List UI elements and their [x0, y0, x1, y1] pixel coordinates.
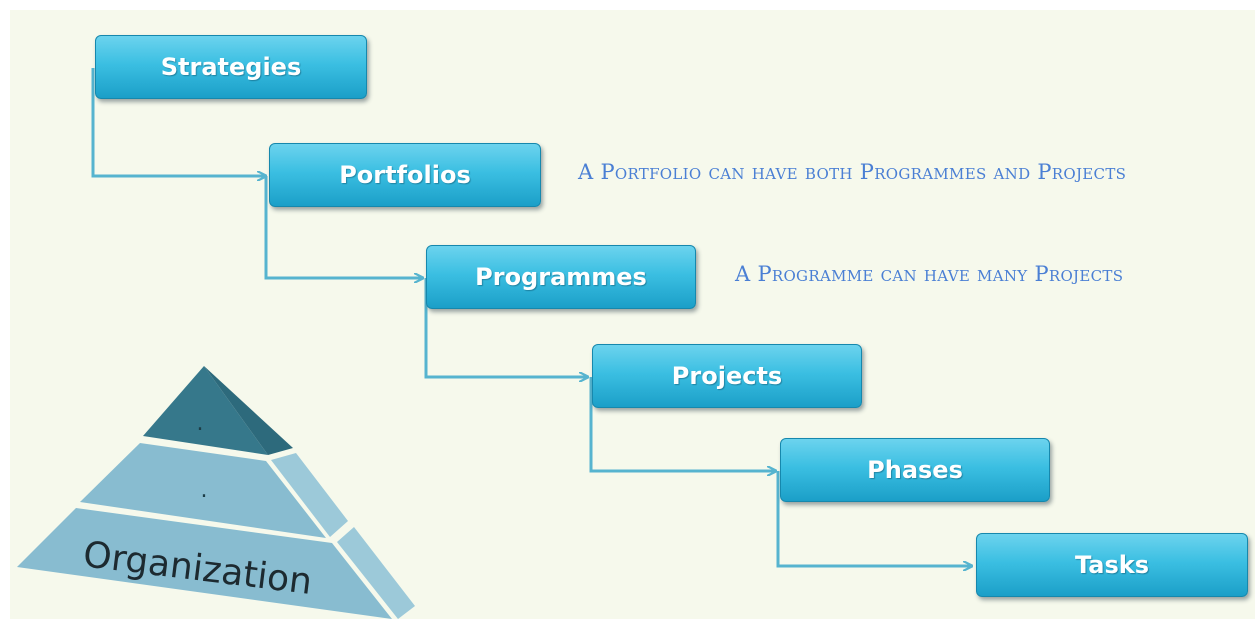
pyramid-middle-side: [271, 453, 348, 537]
pyramid-top-front: [143, 366, 268, 455]
pyramid-base-side: [337, 527, 415, 619]
node-phases-label: Phases: [867, 456, 963, 484]
node-tasks-label: Tasks: [1074, 551, 1149, 579]
node-strategies: Strategies: [95, 35, 367, 99]
pyramid-middle-front: [80, 443, 326, 538]
node-projects-label: Projects: [671, 362, 783, 390]
edge-phases-tasks: [776, 471, 972, 566]
node-phases: Phases: [780, 438, 1050, 502]
node-programmes-label: Programmes: [475, 263, 647, 291]
programme-note: A Programme can have many Projects: [735, 262, 1124, 286]
organization-pyramid: . . Organization: [17, 366, 415, 619]
edge-projects-phases: [589, 377, 776, 471]
node-portfolios: Portfolios: [269, 143, 541, 207]
edge-strategies-portfolios: [91, 68, 266, 176]
pyramid-top-side: [204, 366, 293, 455]
pyramid-top-label: .: [197, 411, 204, 436]
portfolio-note: A Portfolio can have both Programmes and…: [578, 160, 1127, 184]
node-programmes: Programmes: [426, 245, 696, 309]
node-strategies-label: Strategies: [160, 53, 302, 81]
node-projects: Projects: [592, 344, 862, 408]
node-portfolios-label: Portfolios: [339, 161, 471, 189]
edge-portfolios-programmes: [264, 176, 423, 278]
pyramid-middle-label: .: [201, 478, 208, 503]
pyramid-base-front: [17, 508, 392, 619]
node-tasks: Tasks: [976, 533, 1248, 597]
edge-programmes-projects: [424, 278, 588, 377]
